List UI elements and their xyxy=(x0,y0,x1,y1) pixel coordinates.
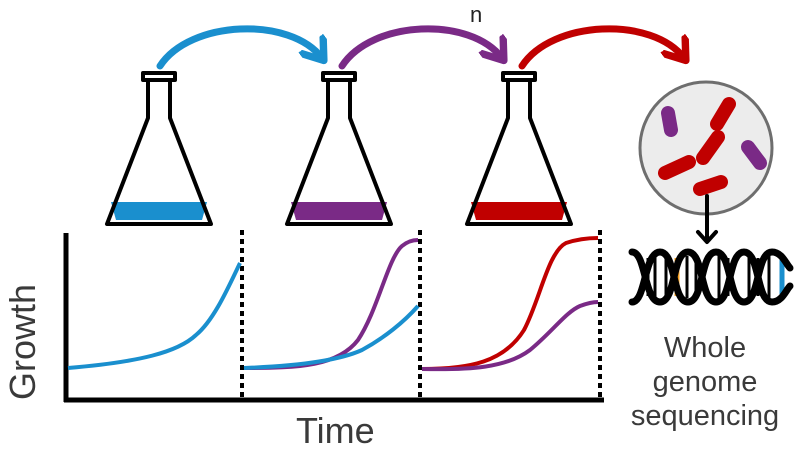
bacterium xyxy=(741,140,767,170)
x-axis-label: Time xyxy=(296,410,375,451)
wgs-label: Whole genome sequencing xyxy=(610,331,800,433)
growth-curve-evolved xyxy=(421,236,599,371)
bacterium xyxy=(696,130,725,165)
transfer-arrow-icon xyxy=(518,25,684,70)
growth-curve-intermediate xyxy=(243,238,419,370)
growth-curve-ancestor xyxy=(243,304,420,370)
transfer-arrow-icon xyxy=(338,25,502,70)
growth-curve-ancestor xyxy=(67,262,242,370)
bacterium xyxy=(658,155,696,180)
y-axis-label: Growth xyxy=(2,283,43,400)
erlenmeyer-flask-icon xyxy=(285,71,393,226)
transfer-arrow-icon xyxy=(156,25,322,70)
dna-helix-icon xyxy=(628,248,794,306)
down-arrow-icon xyxy=(696,194,718,244)
bacterium xyxy=(661,106,678,137)
bacterium xyxy=(693,175,728,196)
wgs-label-line: Whole xyxy=(663,332,747,364)
wgs-label-line: genome xyxy=(652,366,758,398)
bacterium xyxy=(710,97,736,131)
erlenmeyer-flask-icon xyxy=(105,71,213,226)
growth-curve-intermediate xyxy=(421,300,599,372)
passage-count-label: n xyxy=(470,2,483,27)
erlenmeyer-flask-icon xyxy=(465,71,573,226)
wgs-label-line: sequencing xyxy=(630,400,780,432)
petri-dish-icon xyxy=(638,80,774,216)
growth-curves-panel xyxy=(63,230,604,403)
